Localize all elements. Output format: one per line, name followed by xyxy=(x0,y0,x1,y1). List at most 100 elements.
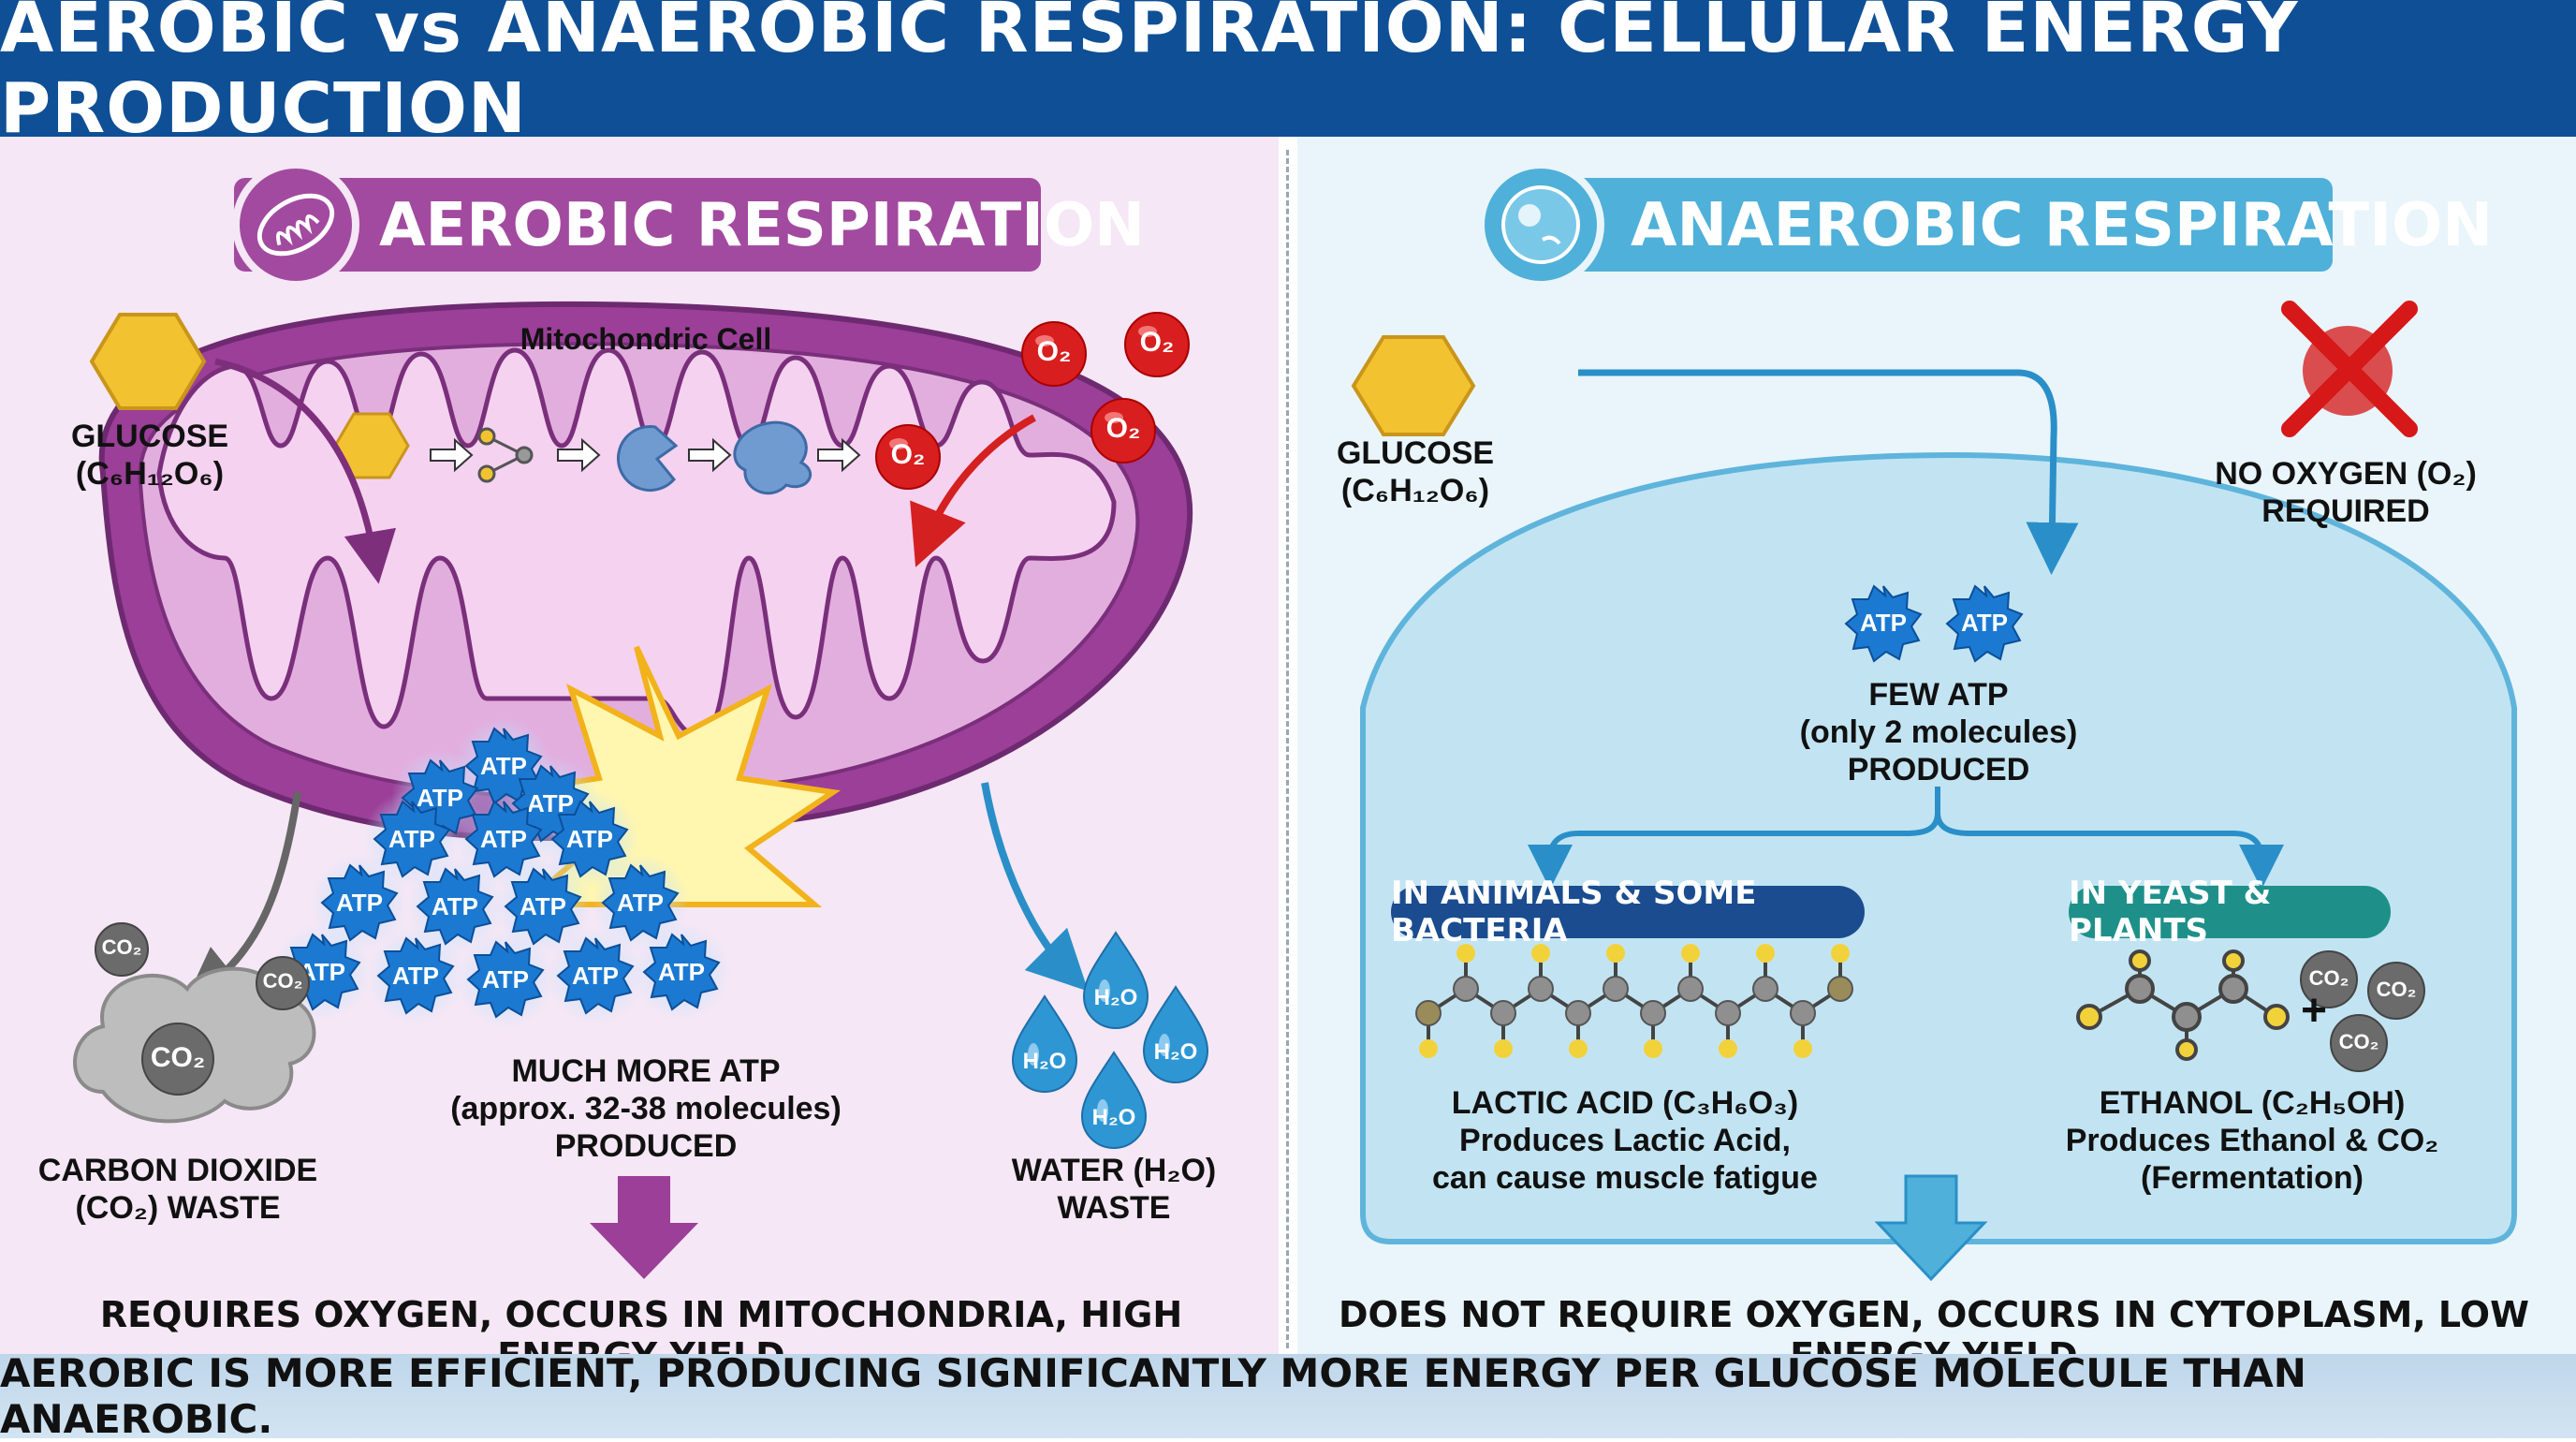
atp-text-line: PRODUCED xyxy=(554,1128,738,1165)
no-oxygen-line: REQUIRED xyxy=(2261,493,2430,530)
o2-label: O₂ xyxy=(1105,413,1141,444)
lactic-line: Produces Lactic Acid, xyxy=(1459,1123,1791,1159)
co2-label: CO₂ xyxy=(2338,1030,2379,1053)
co2-label: CO₂ xyxy=(101,935,142,959)
anaerobic-diagram xyxy=(1351,161,2517,1282)
co2-ball xyxy=(2367,962,2425,1020)
water-drop xyxy=(1083,932,1149,1029)
anaerobic-footer: DOES NOT REQUIRE OXYGEN, OCCURS IN CYTOP… xyxy=(1339,1294,2529,1354)
glucose-label: GLUCOSE (C₆H₁₂O₆) xyxy=(1303,434,1528,509)
glucose-name: GLUCOSE xyxy=(70,419,229,454)
no-oxygen-icon xyxy=(2281,301,2418,437)
glucose-formula: (C₆H₁₂O₆) xyxy=(1340,473,1490,509)
atp-label: ATP xyxy=(482,965,529,993)
glucose-name: GLUCOSE xyxy=(1336,435,1495,471)
yeast-pill-bg xyxy=(2069,886,2391,938)
ethanol-line: ETHANOL (C₂H₅OH) xyxy=(2099,1085,2406,1121)
co2-label: CO₂ xyxy=(150,1042,206,1073)
atp-label: ATP xyxy=(572,962,619,990)
lactic-acid-label: LACTIC ACID (C₃H₆O₃) Produces Lactic Aci… xyxy=(1382,1084,1868,1197)
water-waste-label: WATER (H₂O) WASTE xyxy=(992,1152,1236,1227)
glucose-arrow xyxy=(1578,369,2079,575)
few-atp-line: (only 2 molecules) xyxy=(1799,714,2078,751)
aerobic-header-bg xyxy=(234,178,1041,272)
aerobic-header: AEROBIC RESPIRATION xyxy=(379,191,1145,260)
glucose-hexagon xyxy=(89,313,207,410)
water-waste-line: WASTE xyxy=(1057,1190,1171,1227)
no-oxygen-line: NO OXYGEN (O₂) xyxy=(2215,456,2477,492)
co2-waste-line: (CO₂) WASTE xyxy=(75,1190,281,1227)
h2o-label: H₂O xyxy=(1022,1049,1067,1074)
co2-label: CO₂ xyxy=(2308,966,2349,990)
ethanol-label: ETHANOL (C₂H₅OH) Produces Ethanol & CO₂ … xyxy=(2037,1084,2467,1197)
co2-label: CO₂ xyxy=(2376,978,2417,1001)
water-arrow xyxy=(981,782,1089,992)
anaerobic-header: ANAEROBIC RESPIRATION xyxy=(1631,191,2493,260)
co2-ball xyxy=(2300,950,2358,1008)
atp-label: ATP xyxy=(480,825,527,853)
anaerobic-header-bg xyxy=(1531,178,2333,272)
o2-label: O₂ xyxy=(1036,336,1072,367)
enzyme-icon xyxy=(617,425,679,493)
lactic-line: LACTIC ACID (C₃H₆O₃) xyxy=(1451,1085,1799,1121)
atp-label: ATP xyxy=(658,958,705,986)
yeast-pill: IN YEAST & PLANTS xyxy=(2069,875,2272,949)
atp-label: ATP xyxy=(417,784,463,812)
title-bar: AEROBIC vs ANAEROBIC RESPIRATION: CELLUL… xyxy=(0,0,2576,149)
pathway-arrow-icon xyxy=(817,437,861,473)
o2-label: O₂ xyxy=(1139,327,1175,358)
ethanol-line: (Fermentation) xyxy=(2141,1160,2364,1197)
lactic-acid-molecule xyxy=(1415,944,1853,1058)
pathway-arrow-icon xyxy=(430,437,474,473)
enzyme-complex-icon xyxy=(733,420,812,495)
aerobic-footer: REQUIRES OXYGEN, OCCURS IN MITOCHONDRIA,… xyxy=(99,1294,1183,1354)
glucose-arrow xyxy=(214,358,397,584)
atp-label: ATP xyxy=(480,752,527,780)
atp-text-line: MUCH MORE ATP xyxy=(511,1053,781,1089)
anaerobic-panel: ANAEROBIC RESPIRATION GLUCOSE (C₆H₁₂O₆) … xyxy=(1297,137,2576,1354)
mitochondria-icon xyxy=(256,193,335,257)
branch-left-arrow xyxy=(1528,787,1940,890)
conclusion-bar: AEROBIC IS MORE EFFICIENT, PRODUCING SIG… xyxy=(0,1350,2576,1442)
atp-label: ATP xyxy=(520,892,566,920)
h2o-label: H₂O xyxy=(1091,1105,1136,1130)
no-oxygen-label: NO OXYGEN (O₂) REQUIRED xyxy=(2215,455,2477,530)
atp-label: ATP xyxy=(1960,609,2009,637)
pyruvate-molecule xyxy=(477,427,534,483)
h2o-label: H₂O xyxy=(1093,985,1138,1010)
lactic-line: can cause muscle fatigue xyxy=(1432,1160,1818,1197)
water-waste-line: WATER (H₂O) xyxy=(1011,1153,1217,1188)
glucose-hexagon xyxy=(1351,335,1476,436)
water-drop xyxy=(1081,1052,1147,1149)
water-drop xyxy=(1012,995,1077,1093)
glucose-formula: (C₆H₁₂O₆) xyxy=(75,456,225,493)
branch-right-arrow xyxy=(1935,812,2284,890)
water-drop xyxy=(1143,986,1208,1083)
atp-label: ATP xyxy=(1859,609,1908,637)
plus-sign: + xyxy=(2300,986,2328,1036)
atp-text-line: (approx. 32-38 molecules) xyxy=(450,1091,842,1127)
h2o-label: H₂O xyxy=(1153,1039,1198,1065)
o2-label: O₂ xyxy=(890,439,926,470)
aerobic-down-arrow xyxy=(590,1176,698,1279)
few-atp-line: FEW ATP xyxy=(1868,677,2009,713)
co2-waste-line: CARBON DIOXIDE xyxy=(37,1153,318,1188)
conclusion-text: AEROBIC IS MORE EFFICIENT, PRODUCING SIG… xyxy=(0,1350,2306,1442)
few-atp-line: PRODUCED xyxy=(1847,752,2030,788)
atp-label: ATP xyxy=(566,825,613,853)
animals-pill-bg xyxy=(1391,886,1865,938)
panel-divider xyxy=(1286,150,1289,1348)
pathway-arrow-icon xyxy=(557,437,601,473)
atp-produced-label: MUCH MORE ATP (approx. 32-38 molecules) … xyxy=(412,1052,880,1165)
ethanol-line: Produces Ethanol & CO₂ xyxy=(2065,1123,2439,1159)
atp-label: ATP xyxy=(432,892,478,920)
co2-waste-label: CARBON DIOXIDE (CO₂) WASTE xyxy=(37,1152,318,1227)
atp-label: ATP xyxy=(617,889,664,917)
co2-ball xyxy=(141,1023,214,1096)
atp-label: ATP xyxy=(527,789,574,817)
anaerobic-down-arrow xyxy=(1874,1174,1988,1282)
atp-label: ATP xyxy=(336,889,383,917)
